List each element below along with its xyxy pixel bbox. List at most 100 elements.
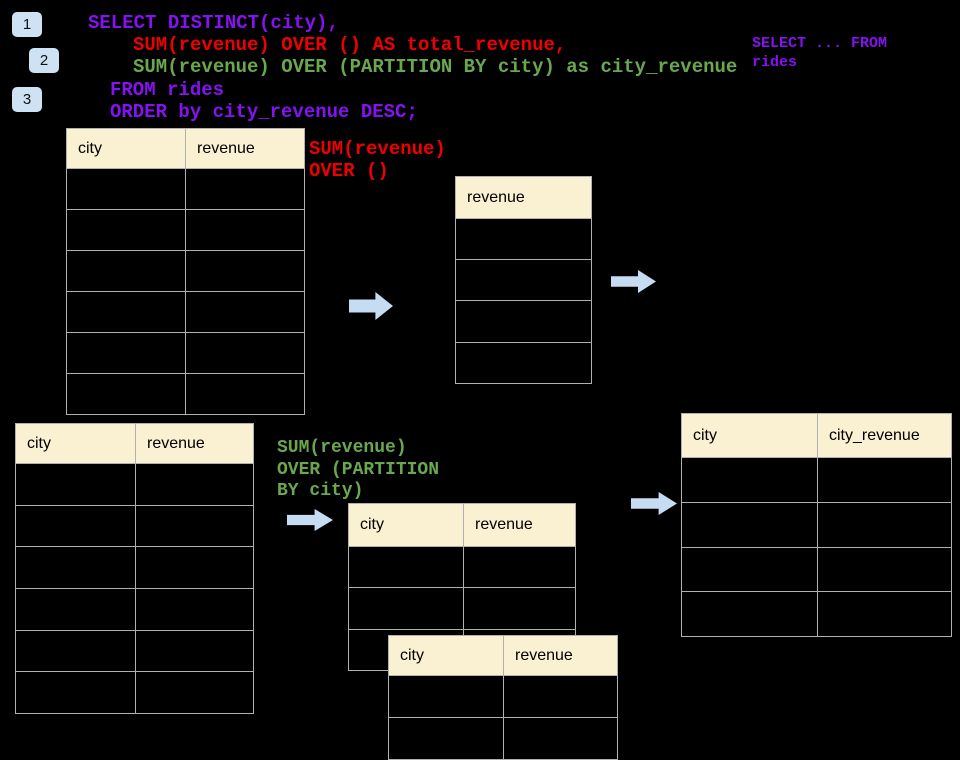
empty-cell — [817, 457, 952, 503]
empty-cell — [348, 545, 464, 589]
empty-cell — [681, 457, 818, 503]
column-header: revenue — [503, 635, 618, 676]
column-header: revenue — [185, 128, 305, 169]
empty-row — [66, 291, 305, 333]
empty-row — [348, 587, 576, 630]
step-badge-1: 1 — [12, 12, 42, 37]
column-header: revenue — [463, 503, 576, 547]
empty-cell — [15, 588, 136, 631]
empty-cell — [135, 546, 254, 590]
empty-cell — [681, 501, 818, 548]
empty-cell — [455, 300, 592, 343]
label-over-partition-line3: BY city) — [277, 481, 364, 501]
empty-row — [66, 250, 305, 292]
column-header: city — [15, 423, 136, 464]
empty-cell — [15, 504, 136, 548]
empty-row — [681, 591, 952, 638]
empty-cell — [455, 341, 592, 384]
empty-cell — [135, 588, 254, 631]
empty-row — [455, 217, 592, 261]
empty-cell — [388, 675, 504, 718]
empty-cell — [66, 209, 186, 251]
empty-cell — [388, 717, 504, 760]
empty-row — [455, 259, 592, 302]
step-badge-3: 3 — [12, 87, 42, 112]
table-total-revenue: revenue — [455, 176, 592, 384]
empty-row — [15, 629, 254, 673]
column-header: revenue — [455, 176, 592, 219]
empty-cell — [681, 591, 818, 638]
arrow-source-to-partition — [287, 509, 333, 531]
empty-cell — [185, 209, 305, 251]
empty-cell — [455, 217, 592, 261]
empty-row — [681, 546, 952, 593]
arrow-partition-to-result — [631, 492, 677, 515]
empty-row — [15, 463, 254, 506]
column-header: city — [681, 413, 818, 458]
empty-cell — [135, 671, 254, 715]
empty-cell — [135, 629, 254, 673]
empty-cell — [185, 168, 305, 210]
empty-cell — [185, 332, 305, 374]
right-arrow-icon — [631, 492, 677, 515]
empty-row — [455, 341, 592, 384]
empty-cell — [681, 546, 818, 593]
right-arrow-icon — [349, 292, 393, 320]
empty-row — [15, 504, 254, 548]
empty-cell — [817, 501, 952, 548]
sql-line-from: FROM rides — [110, 79, 225, 101]
empty-cell — [15, 671, 136, 715]
empty-cell — [66, 291, 186, 333]
step-badge-2: 2 — [29, 48, 59, 73]
header-row: revenue — [455, 176, 592, 219]
empty-cell — [66, 250, 186, 292]
empty-cell — [66, 332, 186, 374]
arrow-source-to-total — [349, 292, 393, 320]
sql-line-select: SELECT DISTINCT(city), — [88, 12, 339, 34]
empty-cell — [15, 629, 136, 673]
empty-row — [15, 546, 254, 590]
right-arrow-icon — [287, 509, 333, 531]
empty-cell — [185, 373, 305, 415]
empty-row — [681, 501, 952, 548]
label-over-partition-line1: SUM(revenue) — [277, 438, 407, 458]
empty-row — [681, 457, 952, 503]
empty-row — [388, 717, 618, 760]
sql-line-partition: SUM(revenue) OVER (PARTITION BY city) as… — [133, 56, 738, 78]
empty-cell — [15, 463, 136, 506]
empty-row — [66, 373, 305, 415]
empty-cell — [185, 250, 305, 292]
right-arrow-icon — [611, 270, 656, 293]
column-header: city — [388, 635, 504, 676]
label-over-total-line2: OVER () — [309, 160, 389, 182]
empty-row — [388, 675, 618, 718]
empty-cell — [66, 168, 186, 210]
column-header: city_revenue — [817, 413, 952, 458]
empty-cell — [503, 675, 618, 718]
empty-cell — [463, 587, 576, 630]
column-header: city — [348, 503, 464, 547]
label-over-total-line1: SUM(revenue) — [309, 138, 446, 160]
sql-line-total: SUM(revenue) OVER () AS total_revenue, — [133, 34, 567, 56]
column-header: city — [66, 128, 186, 169]
empty-cell — [348, 587, 464, 630]
empty-row — [15, 588, 254, 631]
empty-cell — [817, 591, 952, 638]
empty-cell — [135, 463, 254, 506]
empty-row — [455, 300, 592, 343]
empty-cell — [66, 373, 186, 415]
empty-row — [348, 545, 576, 589]
column-header: revenue — [135, 423, 254, 464]
sql-note-line2: rides — [752, 54, 798, 71]
label-over-partition-line2: OVER (PARTITION — [277, 460, 440, 480]
empty-cell — [15, 546, 136, 590]
